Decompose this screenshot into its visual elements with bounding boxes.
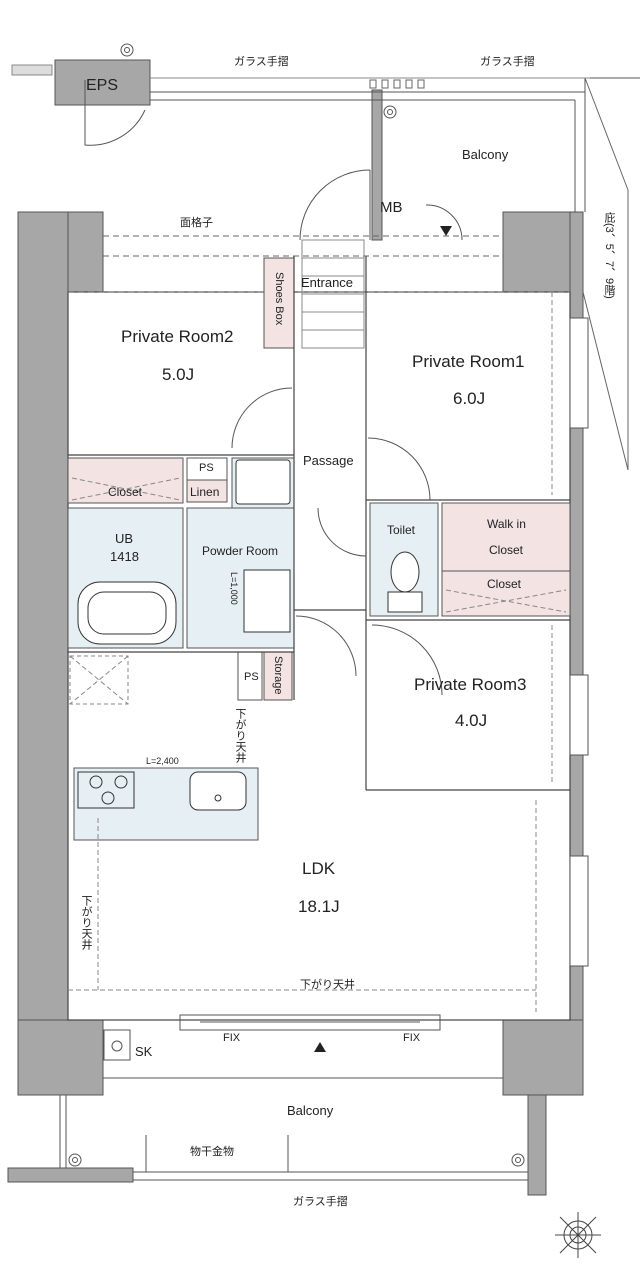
- eps-label: EPS: [86, 77, 119, 94]
- linen-label: Linen: [190, 485, 220, 499]
- toilet-icon: [387, 551, 423, 613]
- glass-rail-label-top-left: ガラス手摺: [234, 56, 289, 68]
- bathtub-icon: [77, 581, 177, 645]
- balcony-top-label: Balcony: [462, 147, 509, 162]
- fix-left-label: FIX: [223, 1032, 241, 1044]
- shoes-box-label: Shoes Box: [273, 272, 285, 326]
- sk-box: [103, 1029, 131, 1061]
- private-room1-label: Private Room1: [412, 352, 525, 371]
- closet-right-label: Closet: [487, 577, 522, 591]
- ldk-label: LDK: [302, 859, 336, 878]
- mb-label: MB: [380, 199, 403, 216]
- glass-rail-label-bottom: ガラス手摺: [293, 1196, 348, 1208]
- lowered-ceiling-2-label: 下がり天井: [80, 895, 92, 950]
- passage-label: Passage: [303, 453, 354, 468]
- glass-rail-label-top-right: ガラス手摺: [480, 56, 535, 68]
- powder-room-label: Powder Room: [202, 544, 279, 558]
- l2400-label: L=2,400: [146, 756, 179, 766]
- closet-left-label: Closet: [108, 485, 143, 499]
- face-lattice-label: 面格子: [180, 217, 213, 229]
- wall-bottom-left-rail: [7, 1167, 134, 1183]
- wall-left: [17, 211, 69, 1021]
- lowered-ceiling-3-label: 下がり天井: [300, 979, 355, 991]
- private-room2-label: Private Room2: [121, 327, 234, 346]
- ub-label: UB: [115, 531, 134, 546]
- entrance-label: Entrance: [301, 275, 354, 290]
- drying-hardware-label: 物干金物: [190, 1146, 234, 1158]
- ub-size: 1418: [110, 549, 139, 564]
- private-room3-label: Private Room3: [414, 675, 527, 694]
- stove-icon: [77, 771, 135, 809]
- compass-icon: [555, 1212, 601, 1258]
- wall-right-bottom: [502, 1019, 584, 1096]
- walk-in-closet-area: [441, 502, 571, 572]
- ldk-size: 18.1J: [298, 897, 340, 916]
- entrance-arrow-icon: [314, 1042, 326, 1052]
- closet-left-area: [67, 457, 184, 504]
- ps-bottom-label: PS: [244, 671, 259, 683]
- private-room1-size: 6.0J: [453, 389, 486, 408]
- private-room2-size: 5.0J: [162, 365, 195, 384]
- walk-in-closet-label: Closet: [489, 543, 524, 557]
- wall-left-bottom: [17, 1019, 104, 1096]
- fix-right-label: FIX: [403, 1032, 421, 1044]
- storage-label: Storage: [272, 656, 284, 695]
- private-room3-size: 4.0J: [455, 711, 488, 730]
- sk-label: SK: [135, 1044, 153, 1059]
- rail-stub: [11, 64, 53, 76]
- wall-right-balcony: [527, 1094, 547, 1196]
- balcony-bottom-label: Balcony: [287, 1103, 334, 1118]
- service-arrow-icon: [440, 226, 452, 236]
- wall-mb: [371, 89, 383, 241]
- sink-icon: [189, 771, 247, 811]
- ps-top-label: PS: [199, 462, 214, 474]
- toilet-label: Toilet: [387, 523, 416, 537]
- l1000-label: L=1,000: [229, 572, 239, 605]
- lowered-ceiling-1-label: 下がり天井: [234, 708, 246, 763]
- eps-wall: [54, 59, 151, 106]
- walk-in-label: Walk in: [487, 517, 526, 531]
- eave-label: 庇(3、5、7、9階): [603, 212, 615, 299]
